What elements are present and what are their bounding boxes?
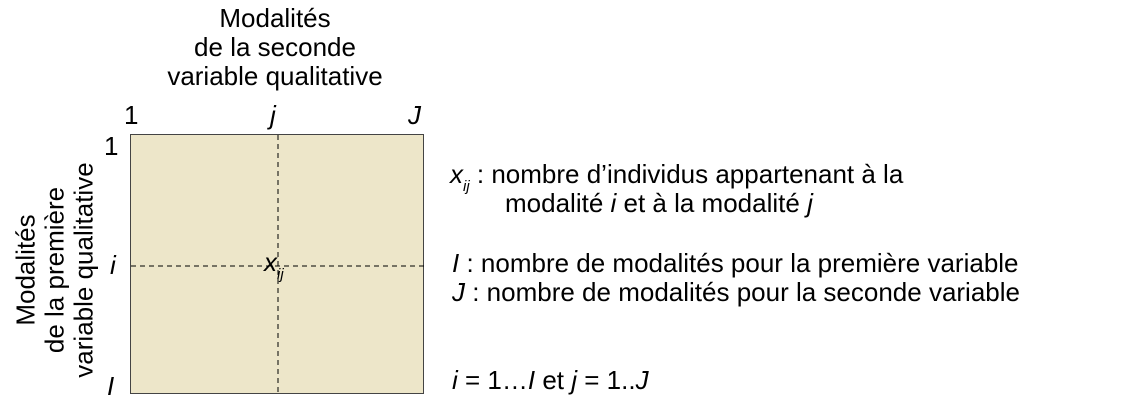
cell-xij-label: xij (264, 248, 284, 289)
top-axis-title-line-3: variable qualitative (167, 61, 383, 91)
legend-J-text: : nombre de modalités pour la seconde va… (465, 277, 1020, 307)
legend-range-J: J (635, 365, 649, 395)
legend-range-eq2: = 1.. (577, 365, 636, 395)
left-axis-title-line-2: de la première (39, 186, 70, 354)
left-axis-title-line-1: Modalités (10, 214, 41, 326)
legend-J-symbol: J (452, 277, 465, 307)
cell-symbol: x (264, 247, 277, 277)
top-tick-1: 1 (124, 100, 139, 130)
top-axis-title-line-1: Modalités (219, 3, 331, 33)
legend-J-line: J : nombre de modalités pour la seconde … (452, 278, 1020, 306)
legend-xij-text-2-j: j (807, 188, 813, 218)
left-axis-title-line-3: variable qualitative (68, 162, 99, 378)
legend-xij-line-2: modalité i et à la modalité j (505, 189, 813, 217)
legend-I-line: I : nombre de modalités pour la première… (452, 249, 1019, 277)
matrix-guides (131, 135, 425, 395)
contingency-matrix (130, 134, 425, 395)
legend-I-text: : nombre de modalités pour la première v… (459, 248, 1019, 278)
top-tick-j: j (270, 100, 276, 130)
top-axis-title: Modalités de la seconde variable qualita… (140, 4, 410, 91)
legend-xij-text-2-mid: et à la modalité (616, 188, 808, 218)
legend-range-i: i (452, 365, 458, 395)
legend-xij-symbol: x (450, 159, 463, 189)
legend-xij-text-1: : nombre d’individus appartenant à la (469, 159, 904, 189)
left-tick-I: I (107, 371, 115, 401)
legend-xij-text-2-i: i (610, 188, 617, 218)
legend-range-eq1: = 1… (457, 365, 528, 395)
legend-xij-line-1: xij : nombre d’individus appartenant à l… (450, 160, 903, 201)
legend-range-j: j (571, 365, 578, 395)
top-tick-J: J (408, 100, 421, 130)
legend-range-et: et (535, 365, 572, 395)
legend-xij-text-2-prefix: modalité (505, 188, 611, 218)
left-tick-i: i (110, 250, 116, 280)
legend-range-line: i = 1…I et j = 1..J (452, 366, 649, 394)
legend-I-symbol: I (452, 248, 460, 278)
legend-range-I: I (527, 365, 536, 395)
left-tick-1: 1 (104, 131, 119, 161)
legend-xij-subscript: ij (463, 178, 470, 195)
top-axis-title-line-2: de la seconde (194, 32, 356, 62)
cell-subscript: ij (277, 266, 284, 283)
